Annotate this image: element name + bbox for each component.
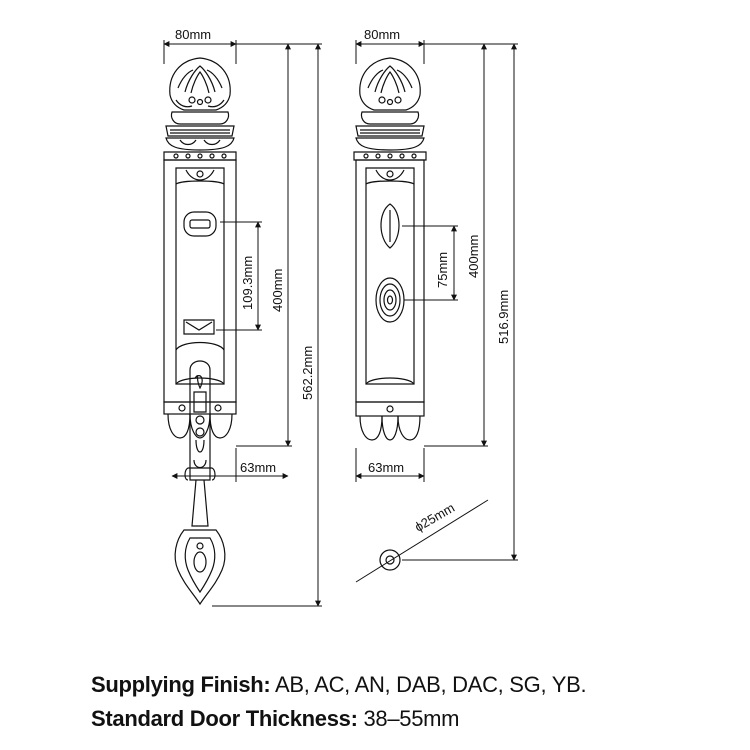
front-pull-handle [174,360,226,606]
back-spacing-label: 75mm [435,252,450,288]
front-dimension-labels: 80mm 109.3mm 400mm 562.2mm 63mm [175,27,315,475]
back-spindle-rosette [375,277,405,323]
finish-spec: Supplying Finish: AB, AC, AN, DAB, DAC, … [91,672,587,698]
back-dimension-lines [355,40,518,583]
front-width-label: 80mm [175,27,211,42]
back-base-ornament [355,401,425,441]
front-spacing-label: 109.3mm [240,256,255,310]
thickness-value: 38–55mm [357,706,460,731]
back-bolt-section [379,549,401,571]
front-thumb-lever [183,319,215,335]
back-escutcheon-plate [355,159,425,403]
back-total-height-label: 516.9mm [496,290,511,344]
front-dimension-lines [163,40,322,607]
back-dimension-labels: 80mm 75mm 400mm 516.9mm 63mm ϕ25mm [364,27,511,535]
thickness-spec: Standard Door Thickness: 38–55mm [91,706,459,732]
front-crown-ornament [163,57,237,161]
finish-label: Supplying Finish: [91,672,271,697]
back-view [353,57,427,571]
front-view [163,57,237,606]
back-crown-ornament [353,57,427,161]
thickness-label: Standard Door Thickness: [91,706,358,731]
front-projection-label: 63mm [240,460,276,475]
back-diameter-label: ϕ25mm [412,500,457,535]
front-total-height-label: 562.2mm [300,346,315,400]
front-height-label: 400mm [270,269,285,312]
back-width-label: 80mm [364,27,400,42]
back-thumbturn [380,203,400,249]
back-height-label: 400mm [466,235,481,278]
lock-drawing: 80mm 109.3mm 400mm 562.2mm 63mm [163,27,518,607]
front-escutcheon-plate [163,159,237,403]
back-projection-label: 63mm [368,460,404,475]
finish-value: AB, AC, AN, DAB, DAC, SG, YB. [270,672,587,697]
front-key-cylinder [183,211,217,237]
front-base-ornament [163,401,237,439]
